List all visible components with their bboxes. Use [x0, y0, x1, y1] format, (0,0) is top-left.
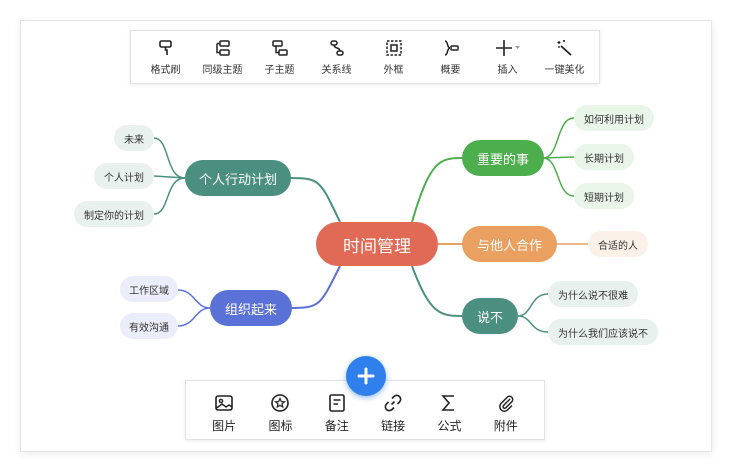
insert-label: 插入: [497, 64, 518, 76]
subtopic-why-should[interactable]: 为什么我们应该说不: [548, 319, 658, 345]
note-icon: [329, 393, 345, 412]
insert-attachment-button[interactable]: 附件: [480, 393, 532, 434]
plus-icon: [357, 367, 375, 385]
subtopic-make-plan[interactable]: 制定你的计划: [74, 201, 154, 227]
magic-wand-icon: [557, 39, 572, 56]
subtopic-label: 子主题: [264, 64, 295, 76]
format-brush-label: 格式刷: [150, 64, 181, 76]
subtopic-short-term-plan[interactable]: 短期计划: [574, 183, 634, 209]
subtopic-personal-plan[interactable]: 个人计划: [94, 163, 154, 189]
relation-line-label: 关系线: [321, 64, 352, 76]
subtopic-effective-communication[interactable]: 有效沟通: [120, 313, 178, 339]
topic-say-no[interactable]: 说不: [462, 298, 518, 334]
sibling-topic-button[interactable]: 同级主题: [195, 33, 251, 81]
summary-label: 概要: [440, 64, 461, 76]
summary-icon: [444, 39, 459, 56]
image-icon: [215, 394, 233, 411]
subtopic-use-plan[interactable]: 如何利用计划: [574, 105, 654, 131]
subtopic-button[interactable]: 子主题: [252, 33, 308, 81]
root-topic[interactable]: 时间管理: [316, 222, 438, 266]
topic-important[interactable]: 重要的事: [462, 140, 544, 176]
insert-sticker-button[interactable]: 图标: [254, 393, 306, 434]
magic-beautify-button[interactable]: 一键美化: [537, 33, 593, 81]
magic-beautify-label: 一键美化: [544, 64, 585, 76]
sticker-icon: [271, 393, 290, 412]
insert-attachment-label: 附件: [493, 418, 518, 433]
subtopic-icon: [271, 39, 288, 56]
insert-formula-button[interactable]: 公式: [423, 393, 475, 434]
insert-note-label: 备注: [324, 418, 349, 433]
subtopic-work-area[interactable]: 工作区域: [120, 276, 178, 302]
topic-organize[interactable]: 组织起来: [210, 290, 292, 326]
insert-formula-label: 公式: [437, 418, 462, 433]
topic-cooperate[interactable]: 与他人合作: [462, 226, 557, 262]
top-toolbar: 格式刷 同级主题 子主题 关系线 外框 概要 插入 一键美化: [130, 30, 600, 84]
format-brush-button[interactable]: 格式刷: [138, 33, 194, 81]
boundary-icon: [385, 39, 402, 56]
insert-link-label: 链接: [381, 418, 406, 433]
link-icon: [384, 394, 402, 411]
boundary-label: 外框: [383, 64, 404, 76]
summary-button[interactable]: 概要: [423, 33, 479, 81]
insert-sticker-label: 图标: [268, 418, 293, 433]
sibling-topic-label: 同级主题: [202, 64, 243, 76]
insert-link-button[interactable]: 链接: [367, 393, 419, 434]
formula-icon: [441, 394, 455, 411]
subtopic-future[interactable]: 未来: [114, 125, 154, 151]
boundary-button[interactable]: 外框: [366, 33, 422, 81]
attachment-icon: [498, 395, 514, 412]
subtopic-long-term-plan[interactable]: 长期计划: [574, 144, 634, 170]
relation-line-icon: [329, 39, 344, 56]
insert-image-label: 图片: [212, 418, 237, 433]
insert-note-button[interactable]: 备注: [311, 393, 363, 434]
subtopic-why-hard[interactable]: 为什么说不很难: [548, 281, 638, 307]
subtopic-right-person[interactable]: 合适的人: [588, 231, 648, 257]
format-brush-icon: [158, 39, 172, 55]
relation-line-button[interactable]: 关系线: [309, 33, 365, 81]
insert-button[interactable]: 插入: [480, 33, 536, 81]
insert-icon: [495, 39, 520, 56]
topic-personal-plan[interactable]: 个人行动计划: [185, 160, 291, 196]
insert-image-button[interactable]: 图片: [198, 393, 250, 434]
sibling-topic-icon: [215, 39, 230, 56]
add-fab-button[interactable]: [346, 356, 386, 396]
